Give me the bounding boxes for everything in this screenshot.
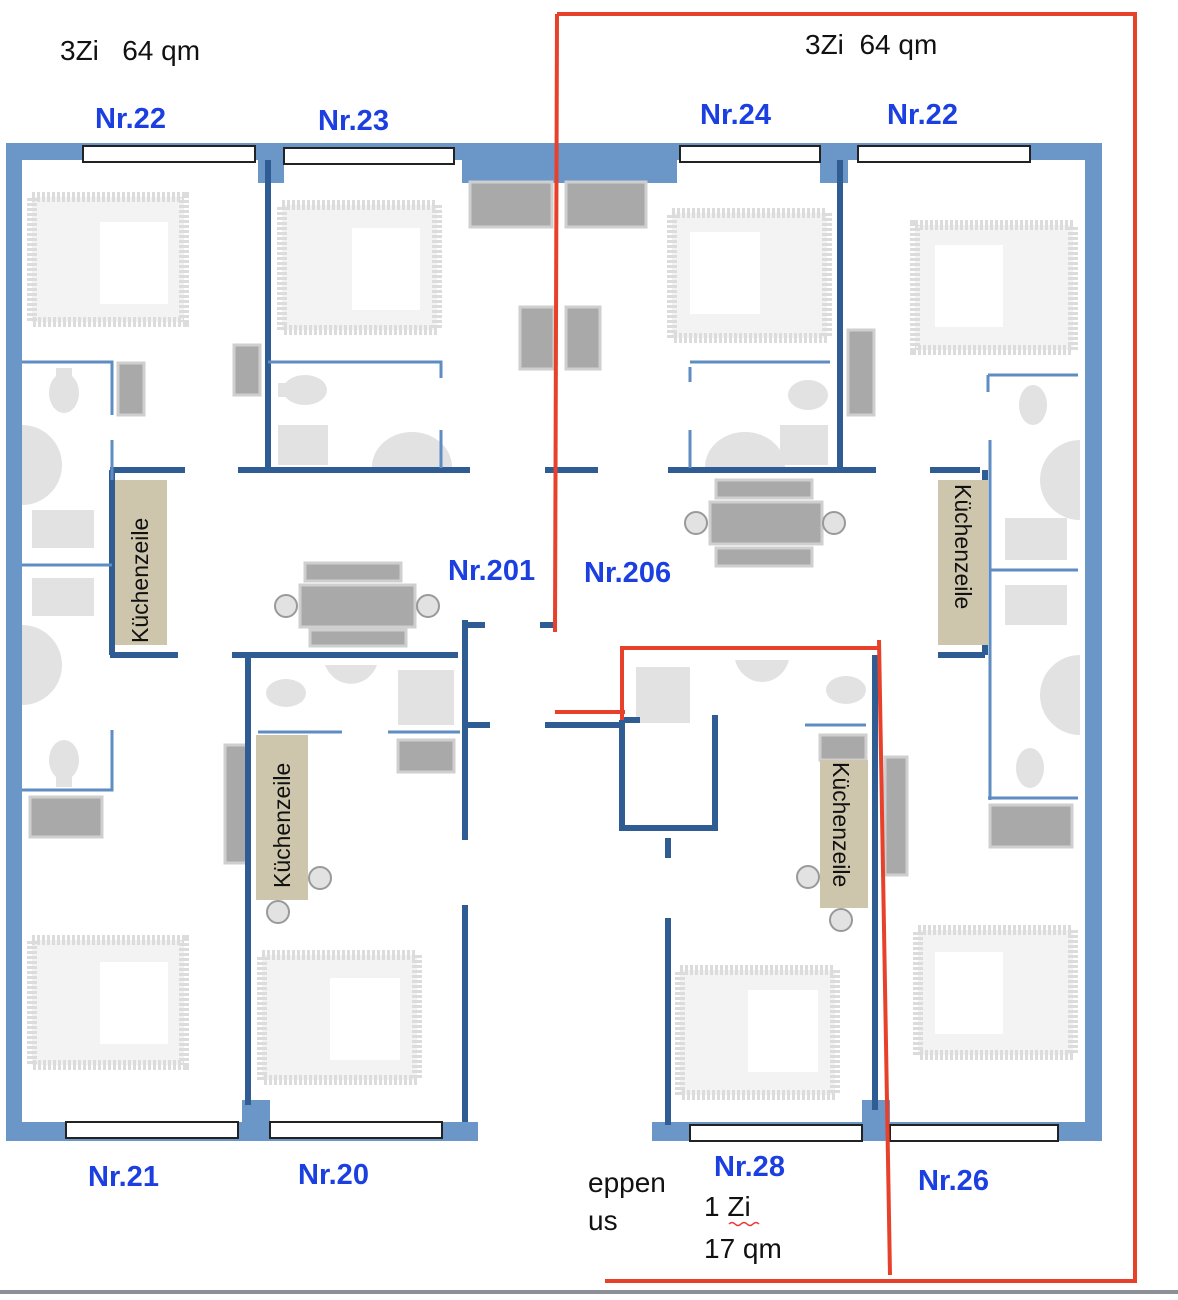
room-nr20: Nr.20 xyxy=(298,1159,369,1191)
beds xyxy=(27,192,1078,1100)
room-nr201: Nr.201 xyxy=(448,555,535,587)
room-nr26: Nr.26 xyxy=(918,1165,989,1197)
furniture xyxy=(22,180,1080,932)
room-nr22-right: Nr.22 xyxy=(887,99,958,131)
windows xyxy=(65,145,1059,1142)
spellcheck-underline xyxy=(728,1221,760,1227)
highlight-outline xyxy=(553,12,1137,1283)
kitchen-label-2: Küchenzeile xyxy=(269,763,295,888)
kitchen-counter-4: Küchenzeile xyxy=(938,480,988,645)
kitchen-counter-1: Küchenzeile xyxy=(115,480,167,645)
room-nr23: Nr.23 xyxy=(318,105,389,137)
stair-label-line2: us xyxy=(588,1205,618,1236)
kitchen-label-3: Küchenzeile xyxy=(828,762,854,887)
room-nr24: Nr.24 xyxy=(700,99,771,131)
bathroom-partitions xyxy=(22,360,1078,800)
left-unit-label: 3Zi 64 qm xyxy=(60,35,200,66)
room-nr28: Nr.28 xyxy=(714,1151,785,1183)
room-nr21: Nr.21 xyxy=(88,1161,159,1193)
kitchen-label-4: Küchenzeile xyxy=(950,484,976,609)
bottom-divider xyxy=(0,1290,1178,1294)
room-nr22-left: Nr.22 xyxy=(95,103,166,135)
small-unit-area: 17 qm xyxy=(704,1233,782,1264)
small-unit-rooms: 1 Zi xyxy=(704,1191,751,1222)
right-unit-label: 3Zi 64 qm xyxy=(805,29,937,60)
room-nr206: Nr.206 xyxy=(584,557,671,589)
kitchen-label-1: Küchenzeile xyxy=(127,518,153,643)
inner-walls xyxy=(109,160,988,1125)
kitchen-counter-2: Küchenzeile xyxy=(256,735,308,900)
kitchen-counter-3: Küchenzeile xyxy=(820,760,868,908)
stair-label-line1: eppen xyxy=(588,1167,666,1198)
